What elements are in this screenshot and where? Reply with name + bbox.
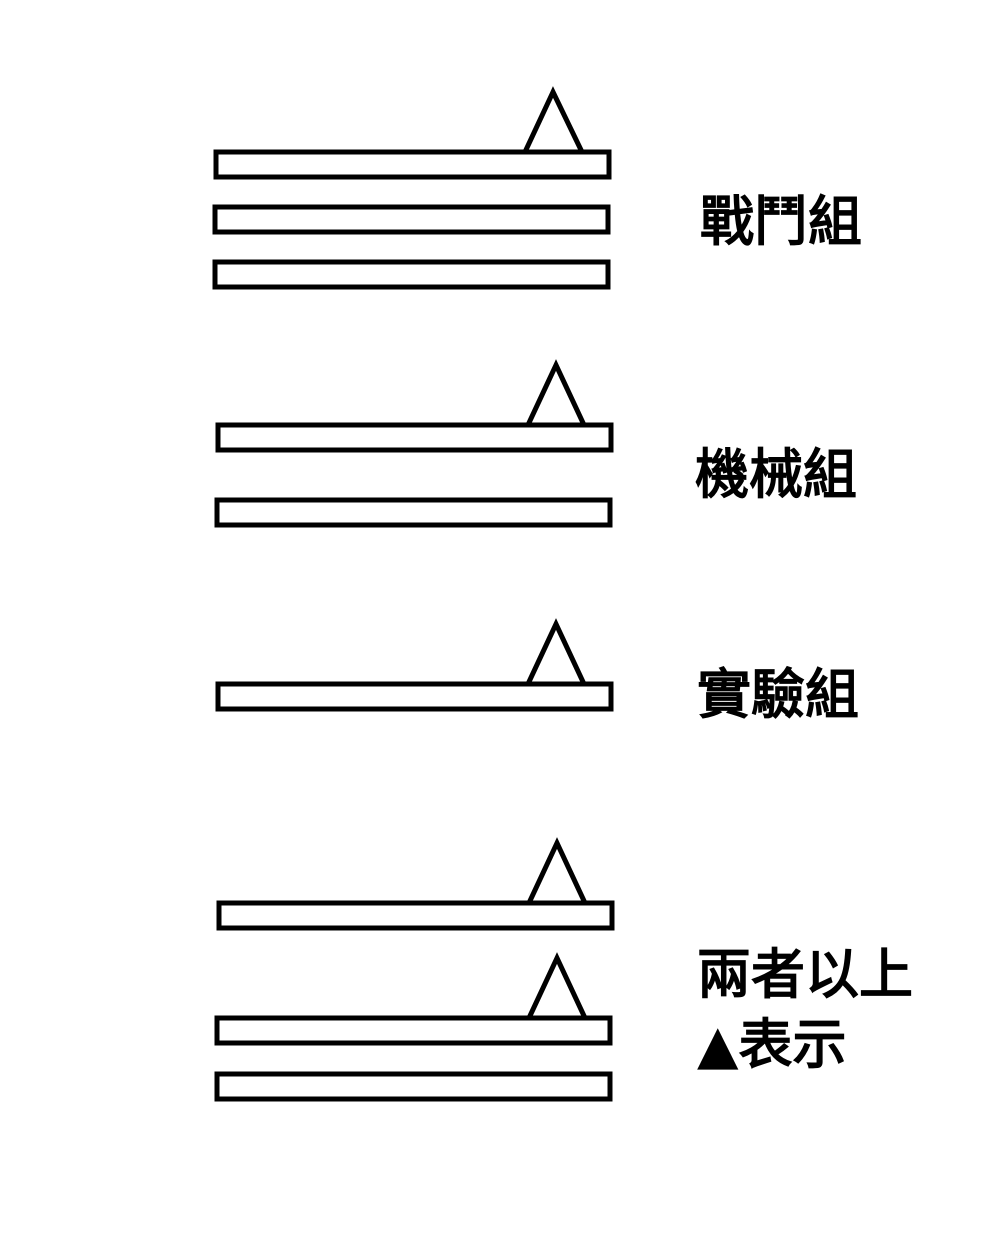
bar-2 — [212, 204, 611, 235]
group-label-experimental: 實驗組 — [697, 663, 859, 726]
triangle-marker-icon — [525, 837, 589, 906]
group-mechanical: 機械組 — [214, 359, 857, 528]
bar-3 — [214, 1071, 613, 1102]
triangle-marker-icon — [521, 86, 586, 155]
group-experimental: 實驗組 — [215, 618, 859, 726]
bar-2 — [214, 1015, 613, 1046]
bar-2 — [214, 497, 613, 528]
bar-3 — [212, 259, 611, 290]
bar-1 — [213, 149, 612, 180]
group-label-mechanical: 機械組 — [695, 443, 857, 506]
group-multiple: 兩者以上 ▲表示 — [214, 837, 913, 1102]
group-label-multiple-line-1: 兩者以上 — [697, 943, 913, 1006]
bar-1 — [215, 681, 614, 712]
group-label-combat: 戰鬥組 — [700, 190, 862, 253]
triangle-marker-icon — [524, 359, 588, 428]
bar-1 — [216, 900, 615, 931]
triangle-marker-icon — [524, 618, 588, 687]
group-combat: 戰鬥組 — [212, 86, 862, 290]
bar-1 — [215, 422, 614, 453]
group-label-multiple-line-2: ▲表示 — [697, 1013, 847, 1076]
triangle-marker-icon — [525, 952, 589, 1021]
